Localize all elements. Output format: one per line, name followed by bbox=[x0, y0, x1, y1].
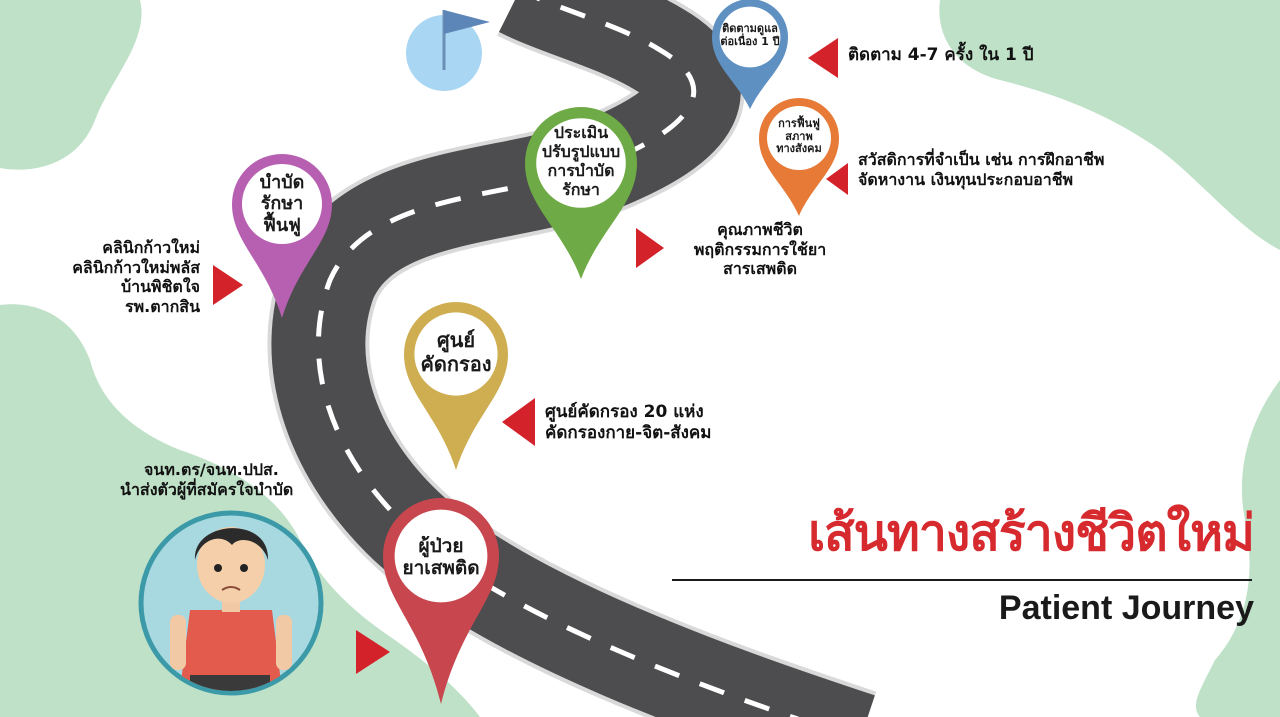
arrow-patient bbox=[356, 630, 390, 674]
followup-text: ติดตาม 4-7 ครั้ง ใน 1 ปี bbox=[848, 45, 1108, 66]
pin-screening-inner bbox=[414, 312, 498, 396]
clinics-line4: รพ.ตากสิน bbox=[125, 296, 200, 316]
pin-treatment-line1: บำบัด bbox=[259, 172, 305, 194]
bg-blob-right bbox=[1195, 380, 1280, 717]
pin-evaluate-line4: รักษา bbox=[562, 179, 600, 199]
pin-treatment-label: บำบัดรักษาฟื้นฟู bbox=[236, 166, 328, 242]
welfare-text: สวัสดิการที่จำเป็น เช่น การฝึกอาชีพ จัดห… bbox=[858, 150, 1178, 189]
arrow-screening bbox=[502, 398, 535, 446]
pin-screening-line1: ศูนย์ bbox=[436, 328, 476, 353]
pin-screening-label: ศูนย์คัดกรอง bbox=[406, 322, 506, 384]
pin-evaluate-line3: การบำบัด bbox=[547, 161, 615, 180]
pin-social-line3: ทางสังคม bbox=[776, 142, 822, 156]
pin-followup-inner bbox=[719, 6, 781, 68]
bg-blob-top-right bbox=[939, 0, 1280, 250]
pin-social-label: การฟื้นฟูสภาพทางสังคม bbox=[764, 108, 834, 166]
pin-patient-line2: ยาเสพติด bbox=[402, 557, 480, 579]
arrow-welfare bbox=[826, 163, 848, 195]
pin-screening-line2: คัดกรอง bbox=[420, 352, 492, 376]
pin-evaluate-label: ประเมินปรับรูปแบบการบำบัดรักษา bbox=[529, 117, 633, 207]
clinics-line3: บ้านพิชิตใจ bbox=[120, 277, 200, 297]
clinics-line1: คลินิกก้าวใหม่ bbox=[102, 238, 200, 257]
pin-evaluate-inner bbox=[536, 118, 626, 208]
arrow-clinics bbox=[213, 265, 243, 305]
arrow-followup bbox=[808, 38, 838, 78]
pin-treatment-line2: รักษา bbox=[260, 193, 304, 215]
road-center-line bbox=[316, 0, 800, 717]
flag-icon bbox=[444, 10, 490, 34]
bg-blob-top-left bbox=[0, 0, 142, 170]
patient-avatar bbox=[138, 510, 324, 696]
quality-line1: คุณภาพชีวิต bbox=[717, 220, 803, 239]
followup-line1: ติดตาม 4-7 ครั้ง ใน 1 ปี bbox=[848, 45, 1034, 65]
pin-social-line1: การฟื้นฟู bbox=[778, 116, 820, 130]
pin-treatment-inner bbox=[242, 164, 322, 244]
pin-followup-line2: ต่อเนื่อง 1 ปี bbox=[720, 35, 780, 48]
referral-line2: นำส่งตัวผู้ที่สมัครใจบำบัด bbox=[120, 479, 294, 499]
arrow-quality bbox=[636, 228, 664, 268]
title-english: Patient Journey bbox=[998, 589, 1254, 627]
quality-line2: พฤติกรรมการใช้ยา bbox=[693, 239, 827, 259]
pin-followup-label: ติดตามดูแลต่อเนื่อง 1 ปี bbox=[714, 14, 786, 58]
pin-social-line2: สภาพ bbox=[785, 129, 813, 143]
title-thai: เส้นทางสร้างชีวิตใหม่ bbox=[808, 504, 1255, 562]
referral-text: จนท.ตร/จนท.ปปส. นำส่งตัวผู้ที่สมัครใจบำบ… bbox=[120, 460, 330, 499]
clinics-text: คลินิกก้าวใหม่ คลินิกก้าวใหม่พลัส บ้านพิ… bbox=[40, 238, 200, 316]
clinics-line2: คลินิกก้าวใหม่พลัส bbox=[72, 257, 200, 277]
screening-text: ศูนย์คัดกรอง 20 แห่ง คัดกรองกาย-จิต-สังค… bbox=[545, 402, 775, 443]
pin-patient-label: ผู้ป่วยยาเสพติด bbox=[386, 526, 496, 588]
pin-evaluate-line2: ปรับรูปแบบ bbox=[541, 142, 621, 162]
pin-social-inner bbox=[767, 106, 831, 170]
welfare-line2: จัดหางาน เงินทุนประกอบอาชีพ bbox=[858, 169, 1074, 189]
welfare-line1: สวัสดิการที่จำเป็น เช่น การฝึกอาชีพ bbox=[858, 150, 1105, 169]
pin-patient-inner bbox=[394, 509, 488, 603]
pin-patient-line1: ผู้ป่วย bbox=[418, 534, 464, 557]
quality-text: คุณภาพชีวิต พฤติกรรมการใช้ยา สารเสพติด bbox=[675, 220, 845, 279]
pin-evaluate-line1: ประเมิน bbox=[553, 123, 609, 143]
pin-treatment-line3: ฟื้นฟู bbox=[263, 214, 301, 236]
bg-blob-bottom-left bbox=[0, 304, 480, 717]
referral-line1: จนท.ตร/จนท.ปปส. bbox=[144, 460, 279, 479]
pin-followup-line1: ติดตามดูแล bbox=[722, 22, 778, 36]
screening-line2: คัดกรองกาย-จิต-สังคม bbox=[545, 422, 712, 443]
quality-line3: สารเสพติด bbox=[723, 259, 797, 279]
screening-line1: ศูนย์คัดกรอง 20 แห่ง bbox=[545, 402, 704, 422]
